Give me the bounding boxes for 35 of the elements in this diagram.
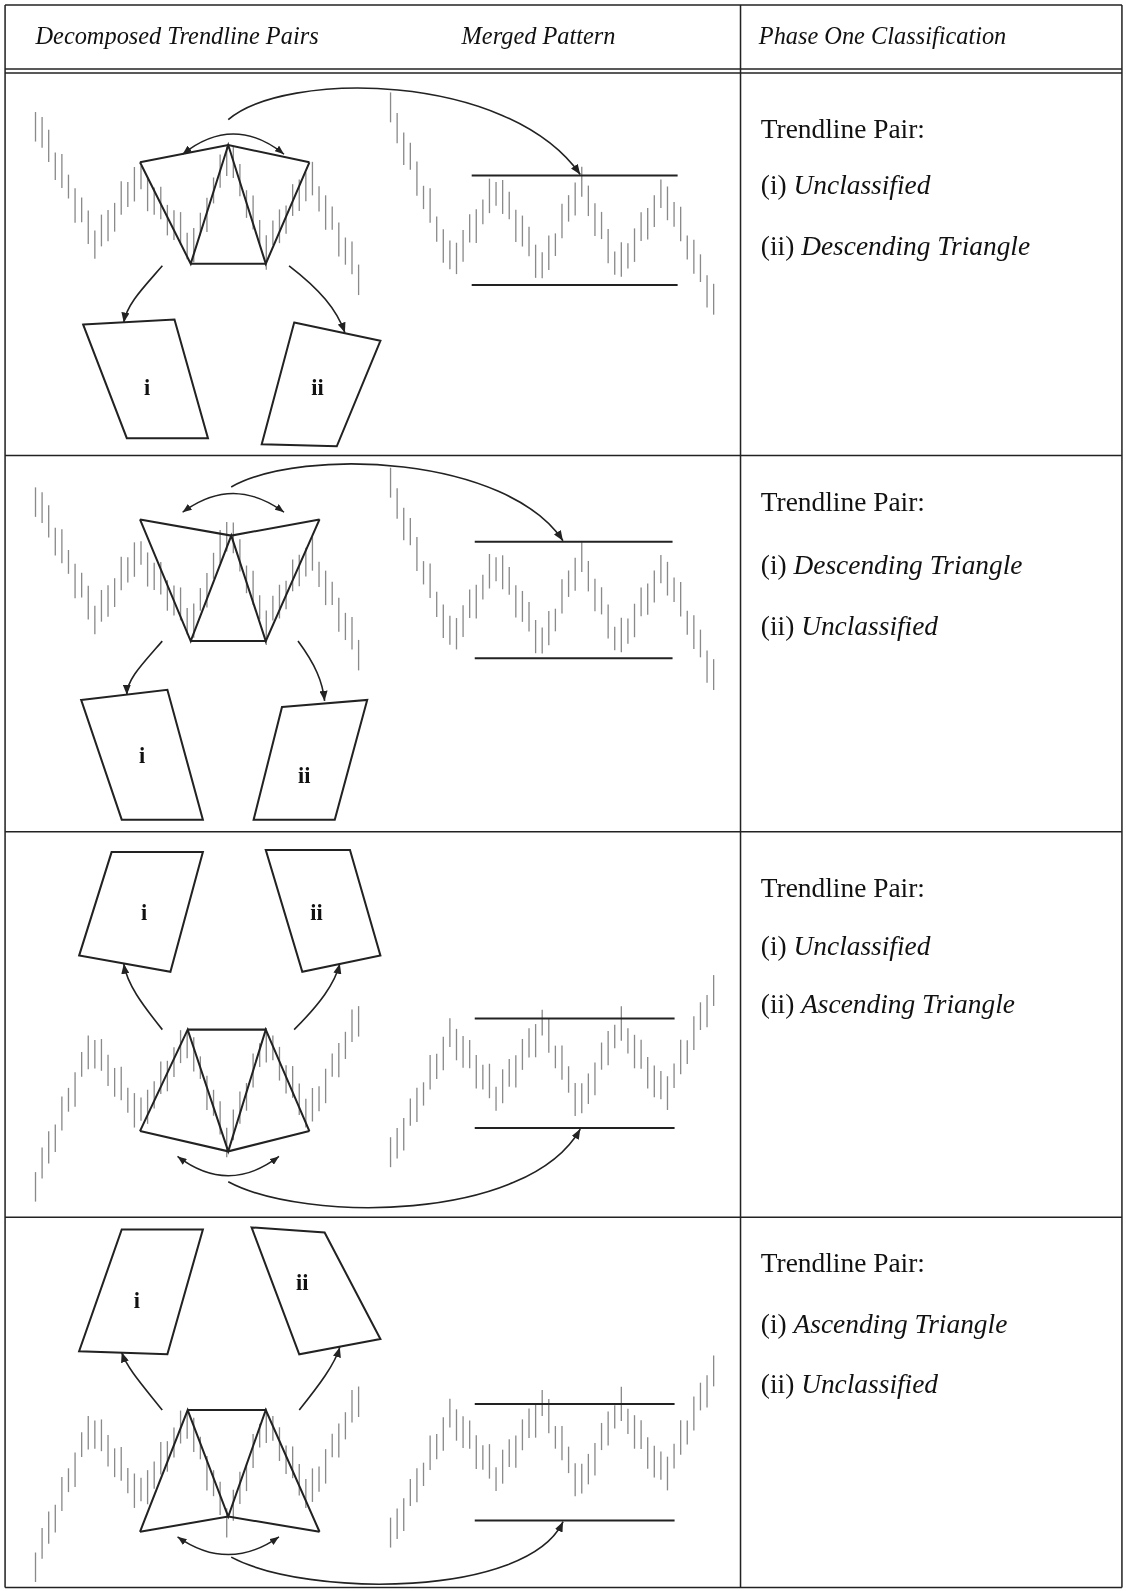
column-header: Merged Pattern [461,22,616,50]
classification-text: (i) Ascending Triangle [760,1308,1008,1341]
column-header: Phase One Classification [758,22,1007,50]
classification-text: Trendline Pair: [760,486,925,519]
classification-text: (ii) Unclassified [760,610,939,643]
arrow [297,640,328,702]
classification-text: Trendline Pair: [760,872,925,904]
classification-text: (ii) Unclassified [760,1368,939,1400]
roman-numeral: ii [296,1270,309,1297]
column-header: Decomposed Trendline Pairs [35,22,319,50]
arrow [293,962,341,1031]
classification-text: Trendline Pair: [760,1247,925,1280]
roman-numeral: i [140,899,148,927]
arrow [120,1351,164,1411]
roman-numeral: i [138,742,146,769]
roman-numeral: ii [310,899,323,927]
arrow [230,463,564,542]
classification-text: (ii) Ascending Triangle [760,989,1015,1021]
roman-numeral: i [133,1287,141,1314]
arrow [227,87,582,176]
classification-text: (ii) Descending Triangle [760,230,1031,262]
arrow [123,640,164,696]
arrow [121,962,164,1031]
arrow [230,1520,564,1585]
arrow [122,264,164,324]
arrow [227,1128,582,1209]
classification-text: (i) Unclassified [760,169,931,201]
arrow [288,264,346,334]
arrow [298,1346,341,1411]
roman-numeral: ii [311,374,324,401]
classification-text: (i) Descending Triangle [760,549,1023,582]
classification-text: Trendline Pair: [760,113,925,146]
classification-text: (i) Unclassified [760,930,931,962]
roman-numeral: ii [298,762,311,790]
roman-numeral: i [144,374,151,401]
